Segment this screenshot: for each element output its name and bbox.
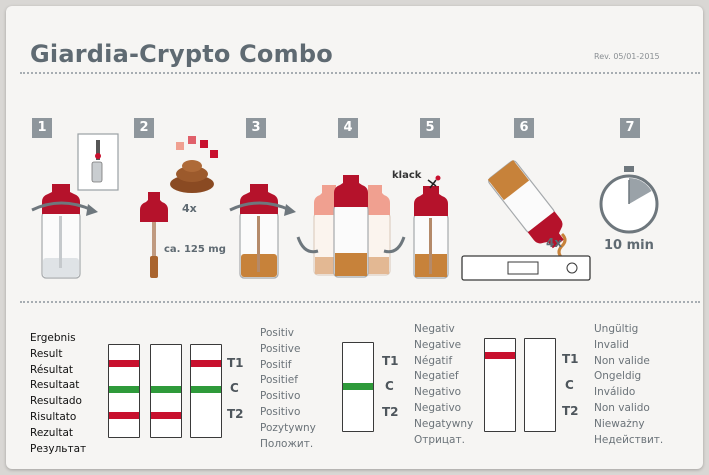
c-band	[151, 386, 181, 393]
t2-band	[109, 412, 139, 419]
t2-label: T2	[562, 404, 579, 418]
step-2-amount: ca. 125 mg	[164, 244, 226, 255]
step-1-illustration	[31, 133, 119, 279]
step-7-badge: 7	[620, 118, 640, 138]
step-4-illustration	[296, 175, 406, 278]
red-cap-icon	[240, 184, 278, 214]
rotate-arrow-icon	[31, 201, 93, 212]
negative-strip	[342, 342, 374, 432]
t2-label: T2	[382, 405, 399, 419]
c-label: C	[230, 381, 239, 395]
step-4-badge: 4	[338, 118, 358, 138]
step-5-illustration	[413, 175, 449, 279]
step-2-count: 4x	[182, 202, 197, 215]
page-title: Giardia-Crypto Combo	[30, 40, 333, 68]
step-3-illustration	[229, 184, 296, 279]
positive-strip-2	[150, 344, 182, 438]
red-cap-icon	[334, 175, 368, 207]
step-7-time: 10 min	[604, 238, 654, 253]
language-label: Risultato	[30, 410, 77, 423]
c-band	[343, 383, 373, 390]
language-label: Ergebnis	[30, 332, 76, 344]
inset-vial-icon	[91, 161, 103, 183]
timer-elapsed-wedge	[629, 178, 652, 204]
step-2-illustration	[140, 136, 218, 278]
step-3-badge: 3	[246, 118, 266, 138]
swab-stick-icon	[59, 216, 62, 268]
sample-cap-icon	[176, 142, 184, 150]
probe-stick-icon	[257, 216, 260, 272]
step-6-badge: 6	[514, 118, 534, 138]
positive-strip-3	[190, 344, 222, 438]
top-divider	[20, 72, 700, 74]
positive-strip-1	[108, 344, 140, 438]
red-cap-icon	[527, 211, 564, 249]
middle-divider	[20, 301, 700, 303]
rotate-arrow-icon	[229, 201, 291, 212]
result-window	[507, 261, 539, 275]
sample-well-icon	[566, 262, 578, 274]
probe-stick-icon	[152, 222, 156, 262]
language-label: Result	[30, 347, 63, 360]
positive-word-list: Positiv Positive Positif Positief Positi…	[260, 327, 316, 450]
test-cassette-icon	[461, 255, 591, 281]
inset-pipette-icon	[96, 140, 100, 160]
snap-tip-icon	[427, 179, 437, 189]
language-label: Resultaat	[30, 379, 80, 392]
invalid-word-list: Ungültig Invalid Non valide Ongeldig Inv…	[594, 323, 664, 446]
step-5-sound: klack	[392, 170, 422, 181]
language-label: Résultat	[30, 363, 73, 376]
language-label: Результат	[30, 442, 87, 455]
instruction-card: Giardia-Crypto Combo Rev. 05/01-2015 1 2…	[6, 6, 703, 469]
language-label: Rezultat	[30, 426, 74, 439]
t1-band	[109, 360, 139, 367]
step-6-count: 4x	[546, 236, 563, 250]
t1-band	[191, 360, 221, 367]
step-6-illustration	[461, 159, 591, 281]
invalid-strip-1	[484, 338, 516, 432]
red-cap-icon	[140, 192, 168, 222]
step-1-badge: 1	[32, 118, 52, 138]
c-label: C	[565, 378, 574, 392]
probe-sample-tip	[150, 256, 158, 278]
t1-label: T1	[562, 352, 579, 366]
t1-band	[485, 352, 515, 359]
revision-label: Rev. 05/01-2015	[594, 52, 660, 61]
step-5-badge: 5	[420, 118, 440, 138]
step-2-badge: 2	[134, 118, 154, 138]
negative-word-list: Negativ Negative Négatif Negatief Negati…	[414, 323, 474, 446]
c-label: C	[385, 379, 394, 393]
t2-band	[151, 412, 181, 419]
c-band	[191, 386, 221, 393]
shake-arrow-left-icon	[296, 236, 319, 254]
language-label: Resultado	[30, 395, 82, 408]
step-7-timer-icon	[599, 166, 659, 234]
red-cap-icon	[42, 184, 80, 214]
c-band	[109, 386, 139, 393]
result-language-list: Ergebnis Result Résultat Resultaat Resul…	[30, 331, 86, 457]
inset-drop-icon	[95, 153, 101, 159]
invalid-strip-2	[524, 338, 556, 432]
shake-arrow-right-icon	[383, 236, 406, 254]
t2-label: T2	[227, 407, 244, 421]
t1-label: T1	[227, 356, 244, 370]
t1-label: T1	[382, 354, 399, 368]
red-cap-icon	[414, 186, 448, 216]
